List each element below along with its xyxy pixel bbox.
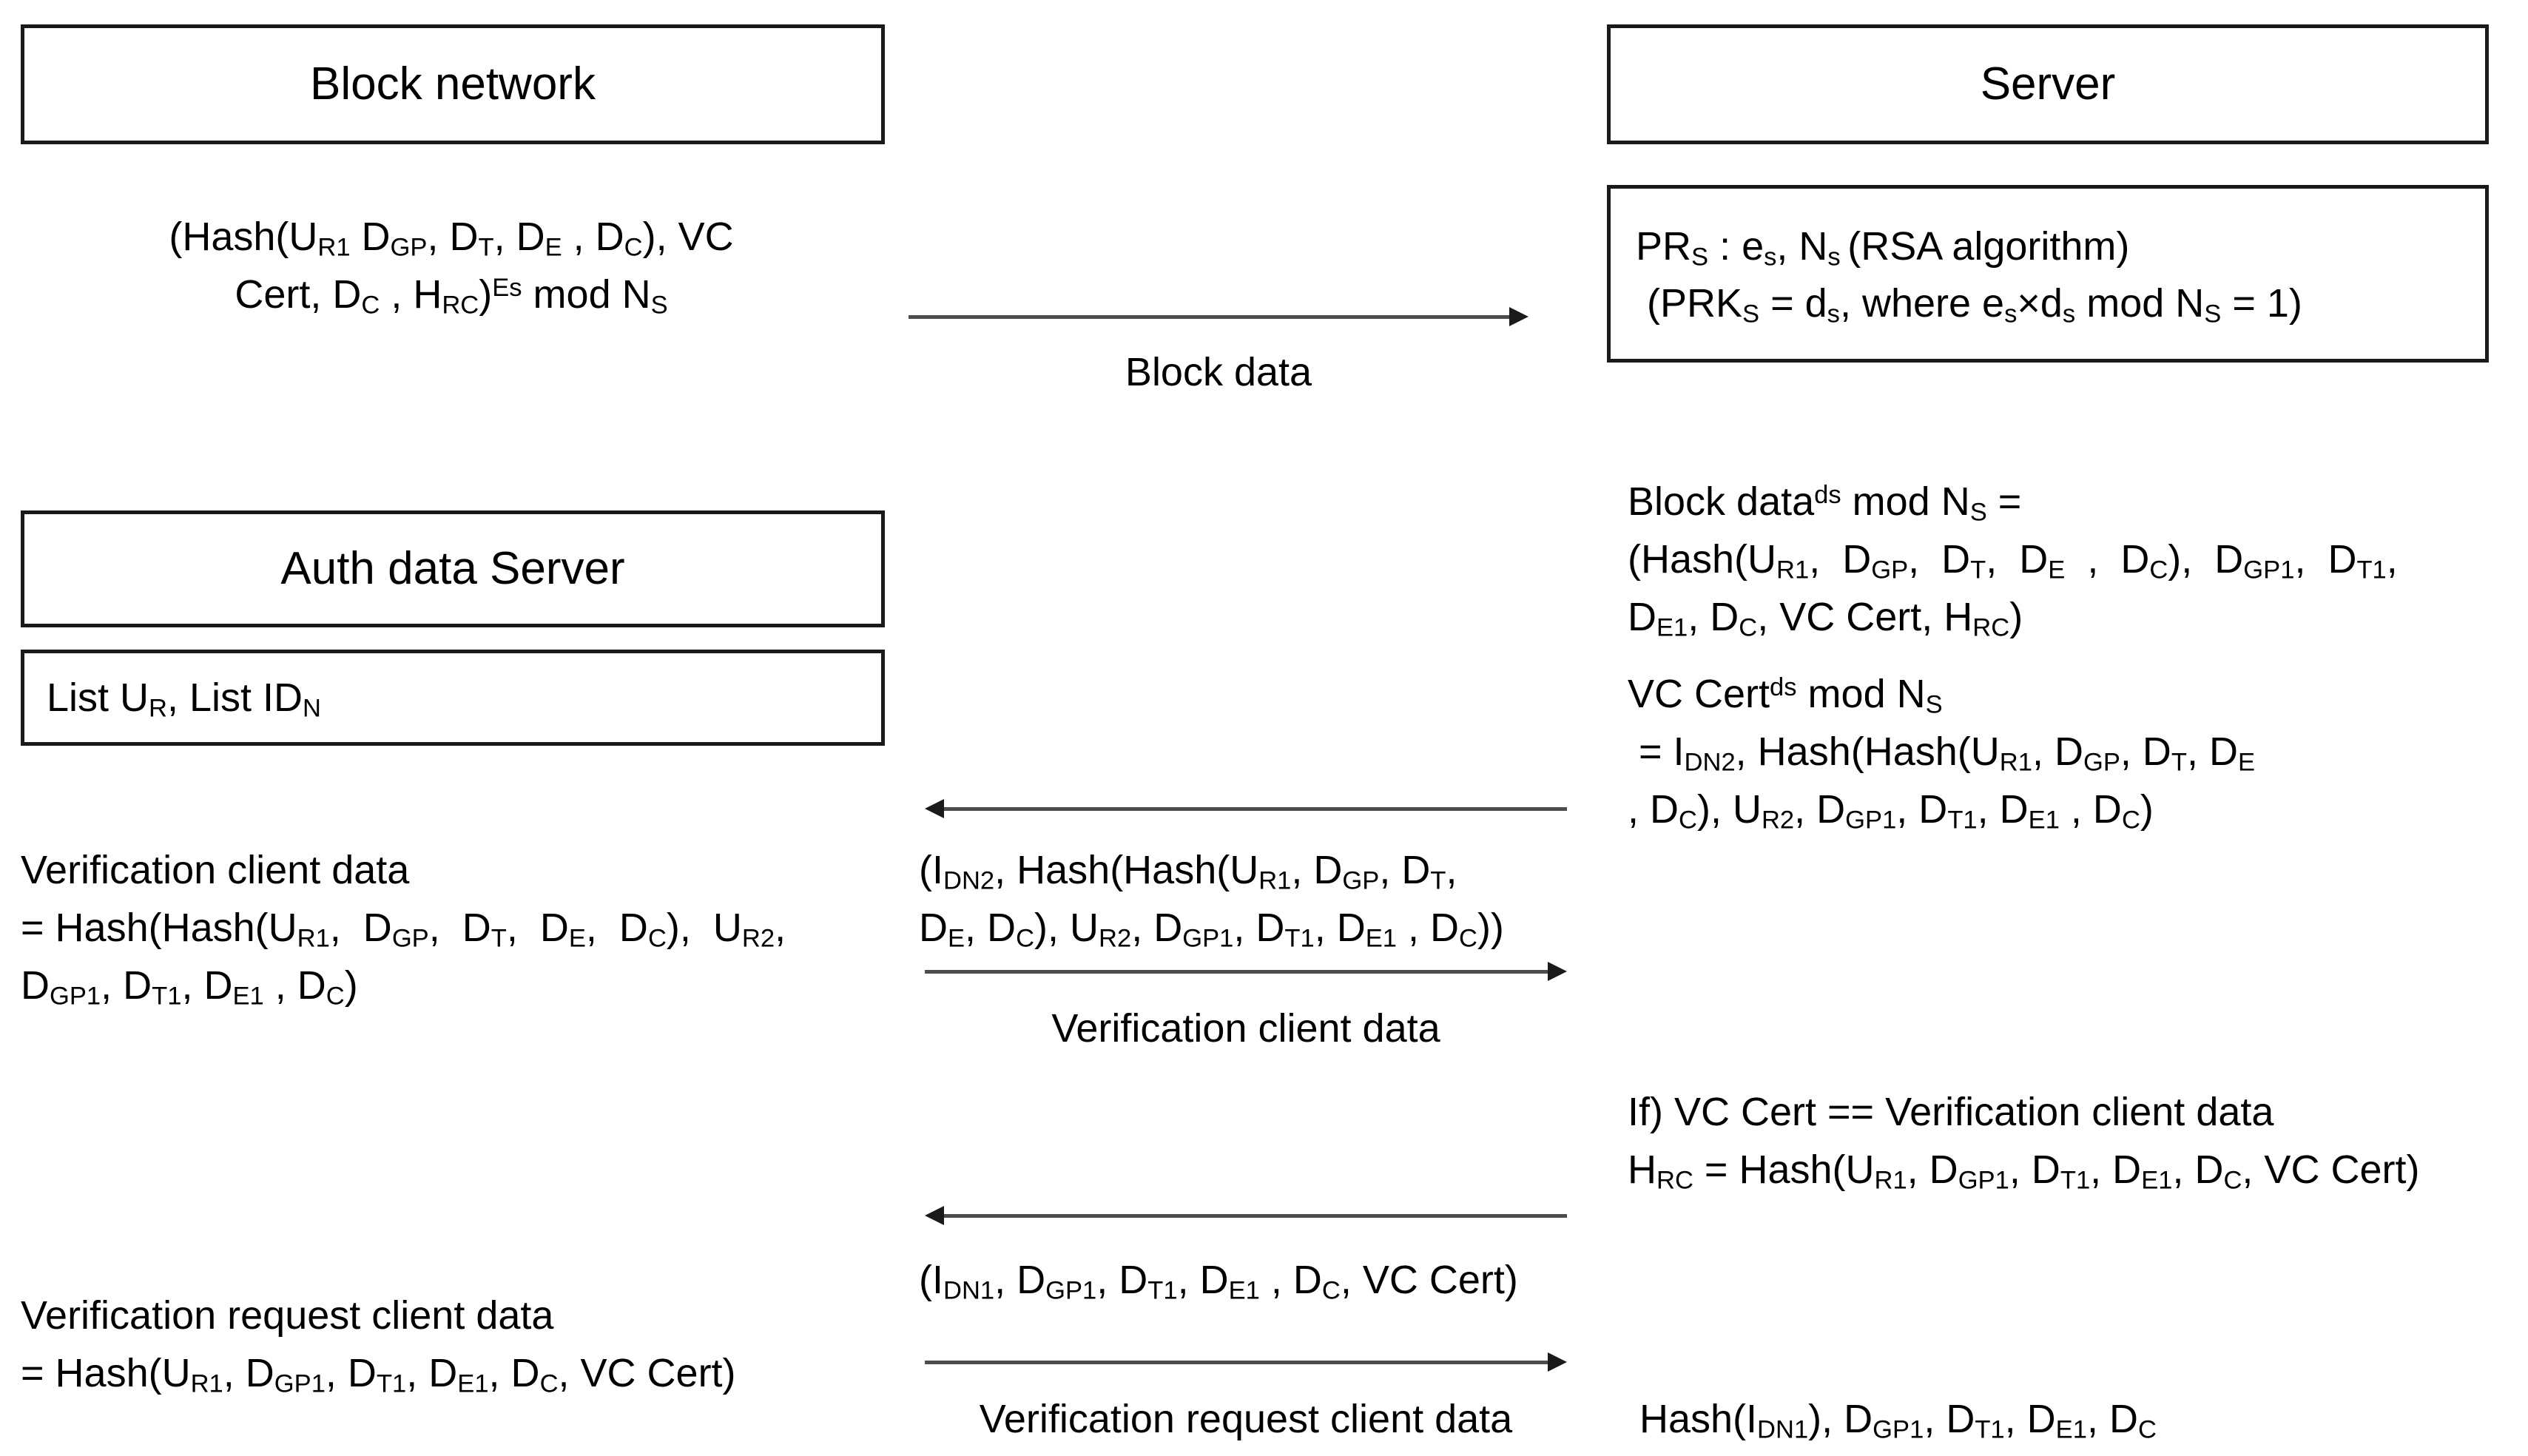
arrow-verification-client-data (925, 962, 1567, 981)
arrow-label-verification-client-data: Verification client data (1051, 1006, 1440, 1051)
block-network-payload-line-1: (Hash(UR1 DGP, DT, DE , DC), VC (169, 215, 734, 262)
actor-box-auth-data-server: Auth data Server (21, 510, 885, 627)
arrow-shaft (941, 807, 1567, 811)
server-vc-cert-decrypt-text: VC Certds mod NS = IDN2, Hash(Hash(UR1, … (1628, 666, 2255, 838)
message-payload-verification-request-response: (IDN1, DGP1, DT1, DE1 , DC, VC Cert) (919, 1252, 1518, 1310)
actor-box-block-network: Block network (21, 24, 885, 144)
message-payload-vc-cert-response-line-1: (IDN2, Hash(Hash(UR1, DGP, DT, (919, 848, 1457, 895)
arrowhead-right-icon (1548, 962, 1567, 981)
auth-list-box: List UR, List IDN (21, 650, 885, 746)
arrow-shaft (909, 315, 1512, 319)
server-block-data-decrypt-line-1: Block datads mod NS = (1628, 479, 2022, 527)
auth-verification-request-client-data-line-2: = Hash(UR1, DGP1, DT1, DE1, DC, VC Cert) (21, 1350, 736, 1398)
actor-label-block-network: Block network (310, 58, 596, 109)
server-key-box: PRS : es, Ns (RSA algorithm) (PRKS = ds,… (1607, 185, 2489, 363)
block-network-payload-text: (Hash(UR1 DGP, DT, DE , DC), VC Cert, DC… (74, 209, 829, 324)
arrowhead-right-icon (1509, 307, 1528, 326)
arrowhead-right-icon (1548, 1352, 1567, 1372)
server-final-text: Hash(IDN1), DGP1, DT1, DE1, DC (1639, 1391, 2157, 1449)
auth-verification-request-client-data-line-1: Verification request client data (21, 1293, 554, 1338)
server-if-check-line-2: HRC = Hash(UR1, DGP1, DT1, DE1, DC, VC C… (1628, 1147, 2420, 1195)
server-block-data-decrypt-text: Block datads mod NS = (Hash(UR1, DGP, DT… (1628, 473, 2398, 646)
actor-label-server: Server (1980, 58, 2116, 109)
arrow-shaft (925, 1361, 1551, 1364)
arrow-label-verification-request-client-data: Verification request client data (979, 1397, 1513, 1441)
message-payload-verification-request-response-line-1: (IDN1, DGP1, DT1, DE1 , DC, VC Cert) (919, 1258, 1518, 1305)
actor-box-server: Server (1607, 24, 2489, 144)
auth-verification-client-data-text: Verification client data = Hash(Hash(UR1… (21, 842, 786, 1014)
block-network-payload-line-2: Cert, DC , HRC)Es mod NS (235, 272, 668, 320)
auth-verification-client-data-line-2: = Hash(Hash(UR1, DGP, DT, DE, DC), UR2, (21, 905, 786, 953)
auth-verification-request-client-data-text: Verification request client data = Hash(… (21, 1287, 736, 1403)
server-if-check-line-1: If) VC Cert == Verification client data (1628, 1090, 2274, 1134)
auth-verification-client-data-line-1: Verification client data (21, 848, 410, 892)
server-vc-cert-decrypt-line-2: = IDN2, Hash(Hash(UR1, DGP, DT, DE (1628, 729, 2256, 777)
server-key-line-2: (PRKS = ds, where es×ds mod NS = 1) (1636, 280, 2302, 328)
server-block-data-decrypt-line-3: DE1, DC, VC Cert, HRC) (1628, 594, 2023, 642)
arrow-shaft (941, 1214, 1567, 1218)
server-block-data-decrypt-line-2: (Hash(UR1, DGP, DT, DE , DC), DGP1, DT1, (1628, 536, 2398, 584)
arrow-shaft (925, 970, 1551, 974)
server-if-check-text: If) VC Cert == Verification client data … (1628, 1084, 2419, 1199)
server-key-line-1: PRS : es, Ns (RSA algorithm) (1636, 224, 2130, 272)
arrow-vc-cert-response (925, 799, 1567, 818)
server-final-line-1: Hash(IDN1), DGP1, DT1, DE1, DC (1639, 1397, 2157, 1444)
server-key-box-text: PRS : es, Ns (RSA algorithm) (PRKS = ds,… (1636, 218, 2302, 331)
arrow-verification-request-client-data (925, 1352, 1567, 1372)
auth-list-text: List UR, List IDN (47, 675, 321, 723)
message-payload-vc-cert-response: (IDN2, Hash(Hash(UR1, DGP, DT, DE, DC), … (919, 842, 1504, 957)
message-payload-vc-cert-response-line-2: DE, DC), UR2, DGP1, DT1, DE1 , DC)) (919, 905, 1504, 953)
arrow-label-block-data: Block data (1125, 350, 1312, 394)
arrow-verification-request-response (925, 1206, 1567, 1225)
arrow-block-data (909, 307, 1528, 326)
actor-label-auth-data-server: Auth data Server (280, 542, 625, 594)
arrowhead-left-icon (925, 1206, 944, 1225)
server-vc-cert-decrypt-line-1: VC Certds mod NS (1628, 672, 1943, 719)
arrowhead-left-icon (925, 799, 944, 818)
server-vc-cert-decrypt-line-3: , DC), UR2, DGP1, DT1, DE1 , DC) (1628, 786, 2154, 835)
auth-verification-client-data-line-3: DGP1, DT1, DE1 , DC) (21, 963, 358, 1011)
